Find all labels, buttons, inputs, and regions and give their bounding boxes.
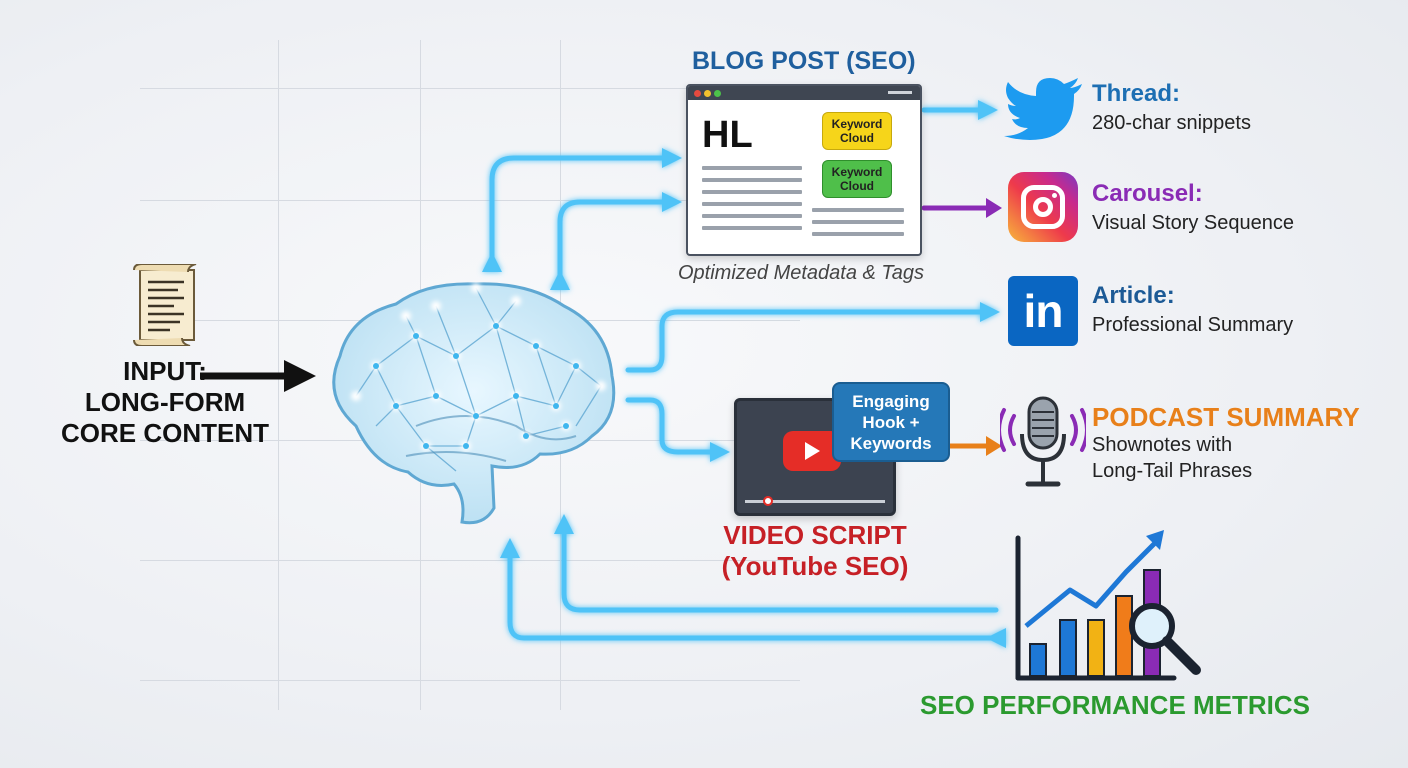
browser-title-bar — [688, 86, 920, 100]
brain-to-blog-connector — [482, 148, 682, 272]
video-progress-bar — [745, 496, 885, 506]
linkedin-logo-text: in — [1023, 285, 1064, 337]
blog-post-browser-window: HL Keyword Cloud Keyword Cloud — [686, 84, 922, 256]
seo-performance-metrics-title: SEO PERFORMANCE METRICS — [920, 690, 1311, 720]
instagram-carousel-subtitle: Visual Story Sequence — [1092, 212, 1294, 234]
input-label: INPUT: LONG-FORM CORE CONTENT — [40, 356, 290, 449]
blog-headline: HL — [702, 114, 753, 156]
instagram-carousel-title: Carousel: — [1092, 180, 1203, 207]
linkedin-article-title: Article: — [1092, 282, 1175, 309]
podcast-summary-title: PODCAST SUMMARY — [1092, 402, 1360, 432]
podcast-summary-line1: Shownotes with — [1092, 434, 1233, 456]
twitter-thread-subtitle: 280-char snippets — [1092, 112, 1251, 134]
keyword-cloud-bubble-green: Keyword Cloud — [822, 160, 892, 198]
twitter-bird-icon — [1004, 78, 1082, 140]
twitter-thread-title: Thread: — [1092, 80, 1181, 107]
video-script-title: VIDEO SCRIPT (YouTube SEO) — [721, 520, 909, 581]
seo-metrics-chart-icon — [1015, 530, 1201, 681]
input-label-line1: INPUT: — [123, 356, 207, 386]
scroll-icon — [133, 264, 197, 346]
blog-caption: Optimized Metadata & Tags — [678, 262, 925, 284]
engaging-hook-bubble: Engaging Hook + Keywords — [832, 382, 950, 462]
ai-brain-icon — [332, 282, 616, 525]
youtube-play-icon — [783, 431, 841, 471]
seo-to-brain-connector-2 — [500, 538, 1006, 648]
linkedin-article-subtitle: Professional Summary — [1092, 314, 1294, 336]
linkedin-icon: in — [1008, 276, 1078, 346]
input-label-line2: LONG-FORM — [84, 387, 246, 417]
engaging-hook-text: Engaging Hook + Keywords — [850, 391, 932, 453]
blog-to-brain-connector — [550, 192, 682, 290]
microphone-icon — [1000, 396, 1086, 487]
keyword-cloud-bubble-yellow: Keyword Cloud — [822, 112, 892, 150]
instagram-icon — [1008, 172, 1078, 242]
brain-to-video-connector — [625, 397, 730, 462]
brain-to-linkedin-connector — [625, 302, 1000, 373]
podcast-summary-line2: Long-Tail Phrases — [1092, 460, 1253, 482]
blog-post-title: BLOG POST (SEO) — [692, 47, 916, 75]
input-label-line3: CORE CONTENT — [61, 418, 269, 448]
